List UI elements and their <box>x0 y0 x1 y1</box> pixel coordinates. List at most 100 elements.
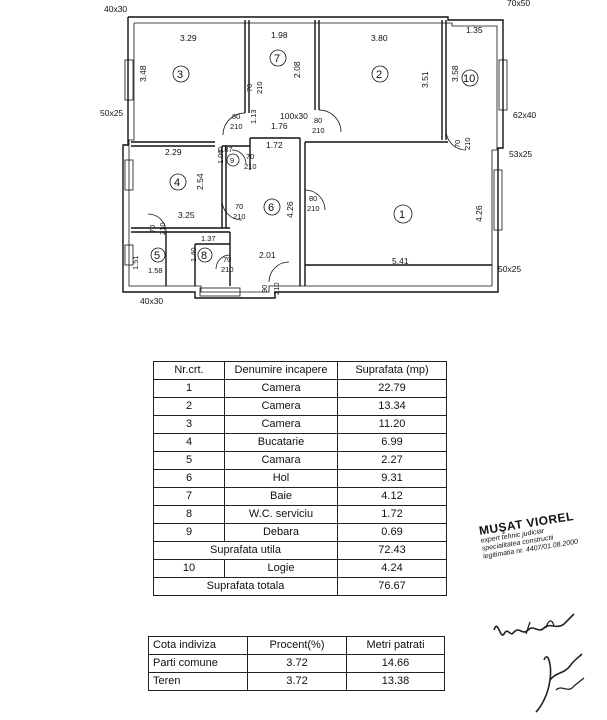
dim-label: 210 <box>244 162 257 171</box>
dim-label: 100x30 <box>280 111 308 121</box>
dim-label: 0.87 <box>218 145 233 154</box>
dim-label: 90 <box>260 285 269 293</box>
cell-nr: 1 <box>153 379 225 398</box>
table-header-row: Cota indiviza Procent(%) Metri patrati <box>148 636 445 655</box>
cell-nr: 4 <box>153 433 225 452</box>
dim-label: 70 <box>246 152 254 161</box>
dim-label: 3.25 <box>178 210 195 220</box>
cell-name: Bucatarie <box>224 433 338 452</box>
header-nr: Nr.crt. <box>153 361 225 380</box>
cell-name: Debara <box>224 523 338 542</box>
cell-name: Camera <box>224 415 338 434</box>
dim-label: 3.29 <box>180 33 197 43</box>
cell-name: Baie <box>224 487 338 506</box>
dim-label: 1.40 <box>189 247 198 262</box>
room-number: 6 <box>268 202 274 214</box>
cell-area: 22.79 <box>337 379 447 398</box>
cell-nr: 9 <box>153 523 225 542</box>
room-number: 7 <box>274 53 280 65</box>
dim-label: 3.58 <box>450 65 460 82</box>
quota-table: Cota indiviza Procent(%) Metri patrati P… <box>148 636 445 691</box>
cell-nr: 3 <box>153 415 225 434</box>
expert-stamp: MUŞAT VIOREL expert tehnic judiciar spec… <box>478 504 607 562</box>
room-number: 3 <box>177 69 183 81</box>
dim-label: 4.26 <box>474 205 484 222</box>
dim-label: 210 <box>312 126 325 135</box>
interior-walls <box>131 20 492 286</box>
cell-name: Camera <box>224 397 338 416</box>
dim-label: 1.76 <box>271 121 288 131</box>
dim-label: 70x50 <box>507 0 530 8</box>
useful-area-value: 72.43 <box>337 541 447 560</box>
dim-label: 80 <box>232 112 240 121</box>
dim-label: 53x25 <box>509 149 532 159</box>
room-number: 2 <box>376 69 382 81</box>
dim-label: 62x40 <box>513 110 536 120</box>
dim-label: 1.35 <box>466 25 483 35</box>
dim-label: 1.58 <box>148 266 163 275</box>
cell-nr: 6 <box>153 469 225 488</box>
dim-label: 50x25 <box>498 264 521 274</box>
dim-label: 5.41 <box>392 256 409 266</box>
cell-nr: 8 <box>153 505 225 524</box>
dim-label: 1.00 <box>216 149 225 164</box>
cell-quota-label: Parti comune <box>148 654 248 673</box>
dim-label: 210 <box>221 265 234 274</box>
header-pct: Procent(%) <box>247 636 347 655</box>
cell-name: Logie <box>224 559 338 578</box>
dim-label: 2.01 <box>259 250 276 260</box>
cell-name: Camera <box>224 379 338 398</box>
room-number: 4 <box>174 177 180 189</box>
dimension-labels: 40x30 70x50 3.29 3.48 1.98 2.08 3.80 3.5… <box>100 0 536 306</box>
dim-label: 2.08 <box>292 61 302 78</box>
dim-label: 1.51 <box>131 255 140 270</box>
dim-label: 80 <box>314 116 322 125</box>
total-area-value: 76.67 <box>337 577 447 596</box>
floor-plan: 40x30 70x50 3.29 3.48 1.98 2.08 3.80 3.5… <box>100 0 536 306</box>
room-number: 5 <box>154 250 160 262</box>
dim-label: 70 <box>148 225 157 233</box>
dim-label: 1.72 <box>266 140 283 150</box>
cell-area: 4.24 <box>337 559 447 578</box>
cell-nr: 2 <box>153 397 225 416</box>
cell-area: 6.99 <box>337 433 447 452</box>
cell-name: W.C. serviciu <box>224 505 338 524</box>
room-number: 9 <box>230 156 234 165</box>
room-numbers: 3 2 7 10 4 9 6 1 5 8 <box>150 49 479 263</box>
dim-label: 1.37 <box>201 234 216 243</box>
header-area: Suprafata (mp) <box>337 361 447 380</box>
dim-label: 210 <box>158 222 167 235</box>
useful-area-label: Suprafata utila <box>153 541 338 560</box>
cell-nr: 7 <box>153 487 225 506</box>
dim-label: 1.98 <box>271 30 288 40</box>
header-mp: Metri patrati <box>346 636 445 655</box>
dim-label: 70 <box>223 255 231 264</box>
dim-label: 2.29 <box>165 147 182 157</box>
dim-label: 70 <box>235 202 243 211</box>
cell-pct: 3.72 <box>247 654 347 673</box>
dim-label: 70 <box>245 84 254 92</box>
dim-label: 210 <box>272 282 281 295</box>
room-number: 1 <box>399 209 405 221</box>
dim-label: 3.80 <box>371 33 388 43</box>
cell-quota-label: Teren <box>148 672 248 691</box>
cell-area: 13.34 <box>337 397 447 416</box>
dim-label: 1.13 <box>249 109 258 124</box>
dim-label: 40x30 <box>104 4 127 14</box>
dim-label: 2.54 <box>195 173 205 190</box>
cell-pct: 3.72 <box>247 672 347 691</box>
total-area-label: Suprafata totala <box>153 577 338 596</box>
header-name: Denumire incapere <box>224 361 338 380</box>
